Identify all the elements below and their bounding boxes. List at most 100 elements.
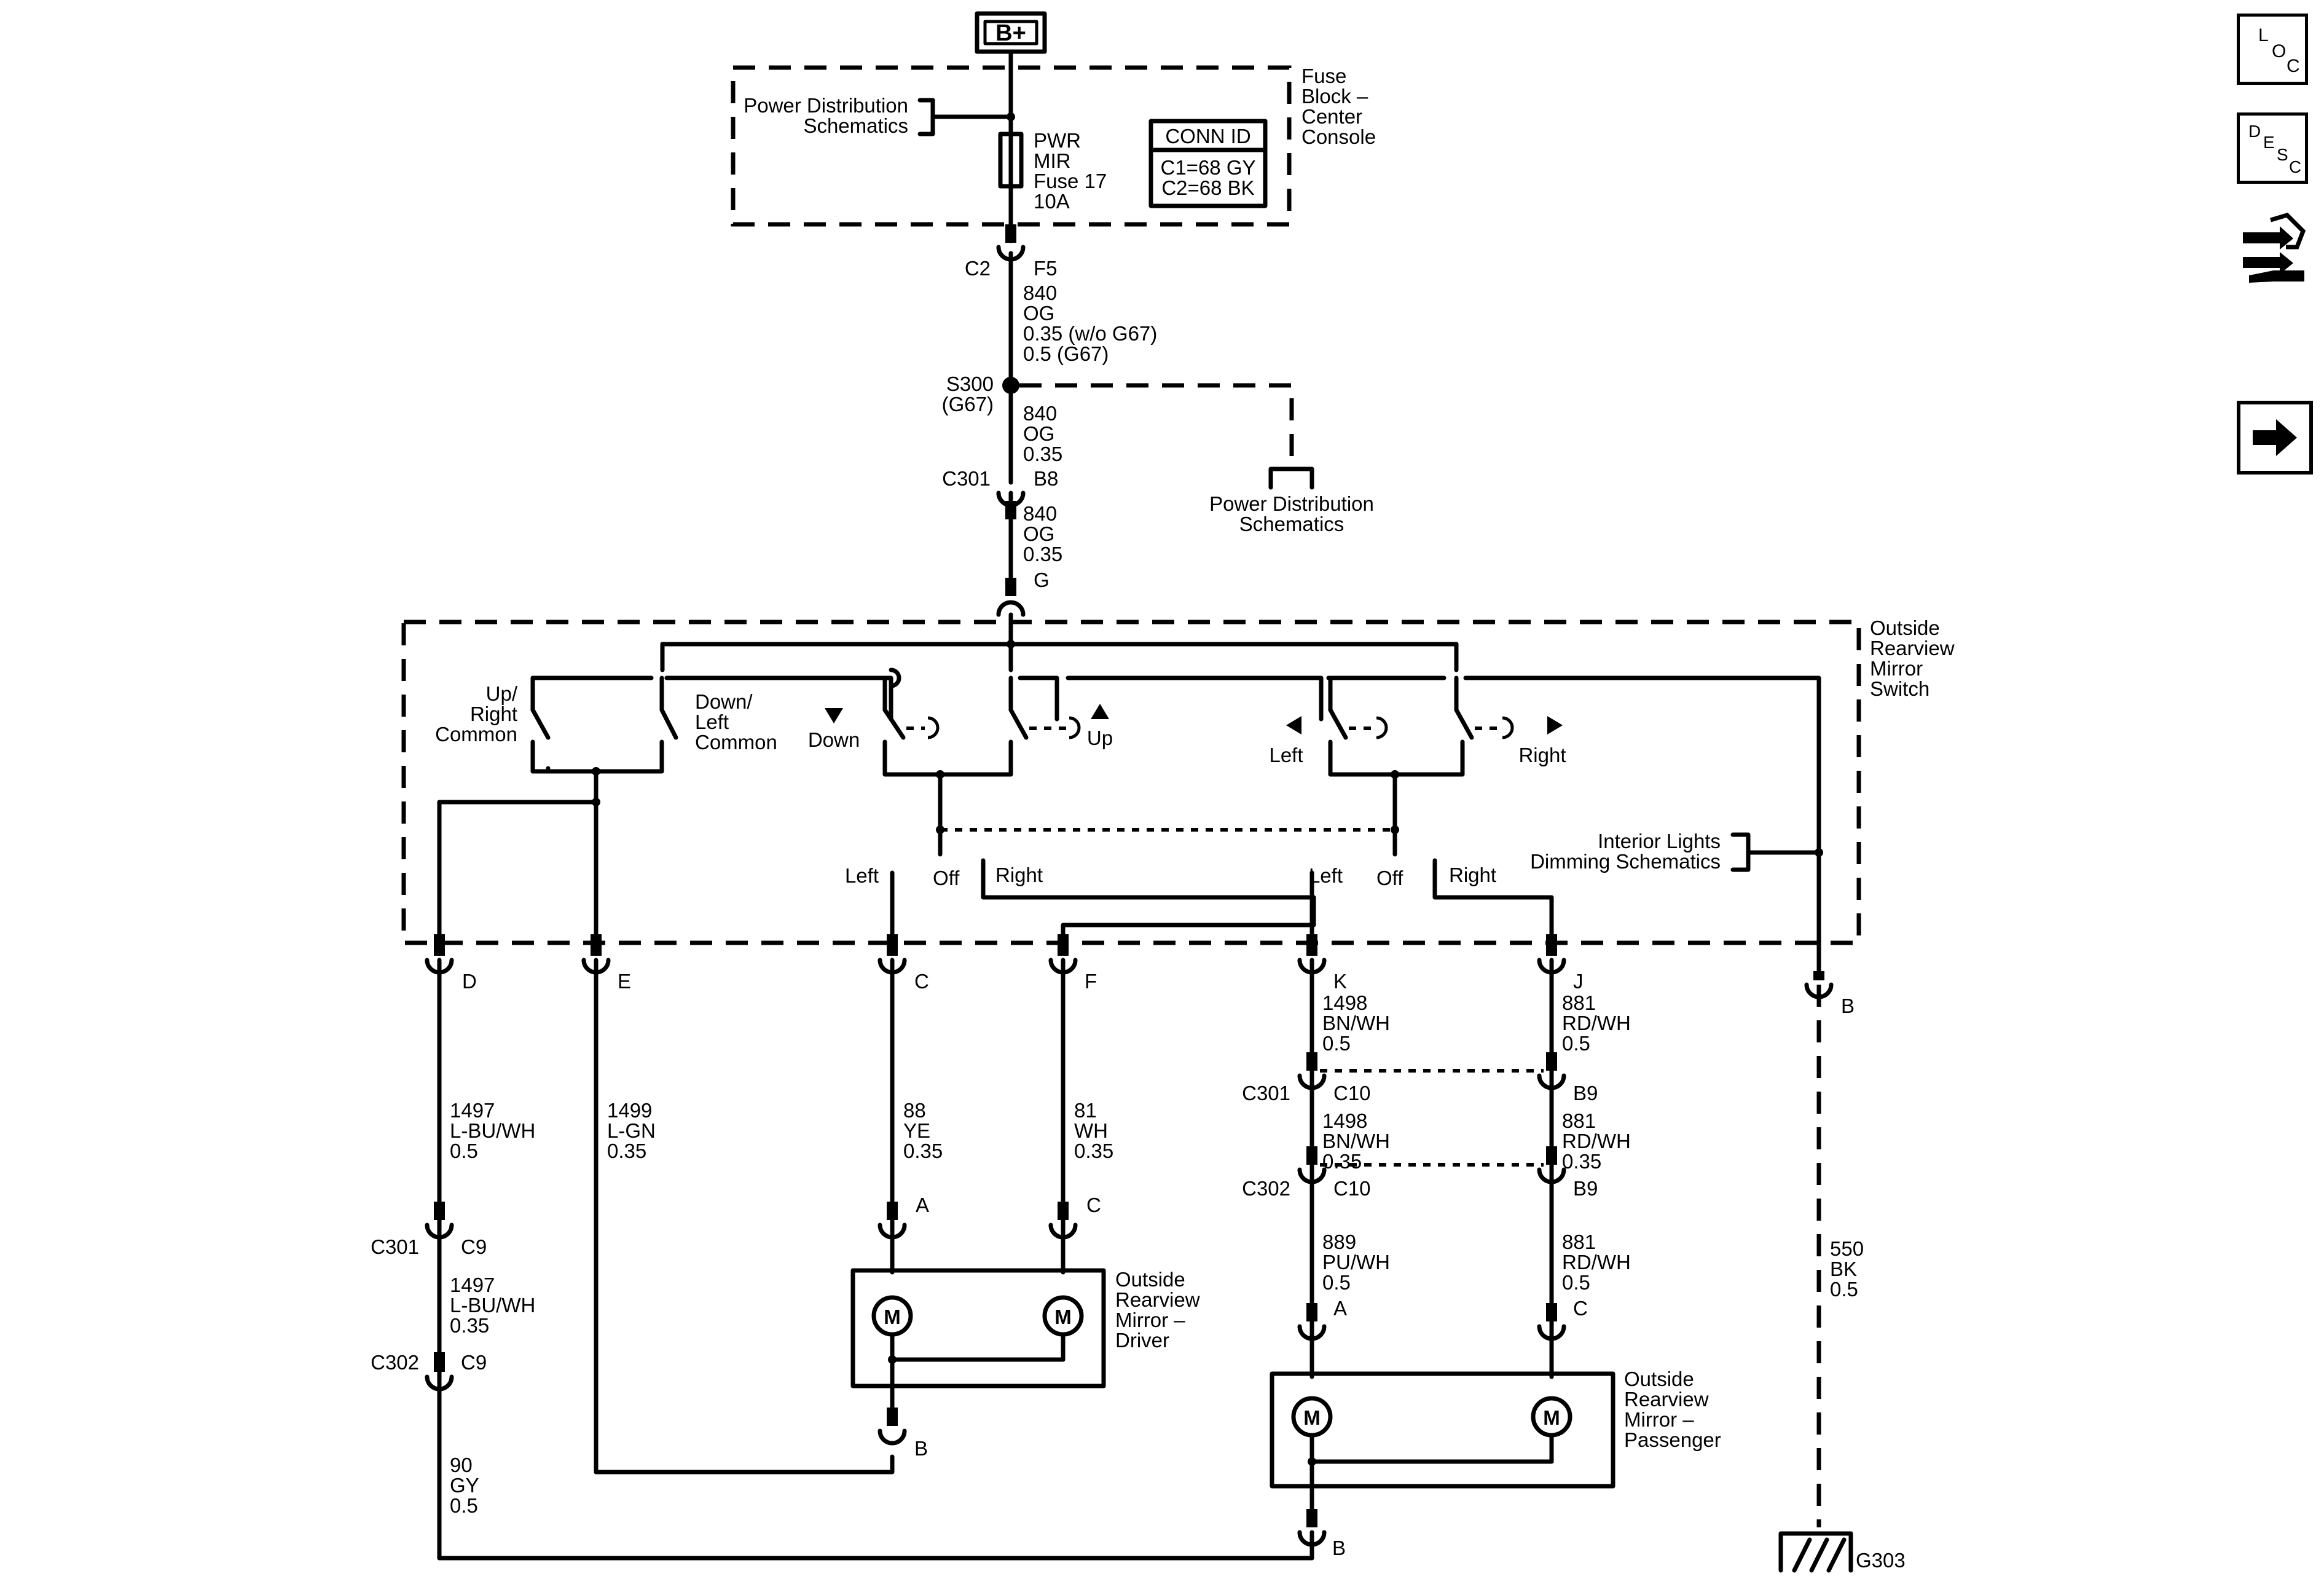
svg-text:Down: Down — [808, 728, 860, 751]
svg-text:C9: C9 — [461, 1235, 487, 1258]
svg-text:Right: Right — [1449, 864, 1496, 886]
switch-down-left-common: Down/ Left Common — [695, 690, 777, 754]
svg-text:B9: B9 — [1573, 1082, 1598, 1105]
f5-pin-label: F5 — [1034, 257, 1058, 280]
power-distribution-ref-s300[interactable]: Power Distribution Schematics — [1209, 492, 1374, 535]
svg-text:B: B — [1332, 1537, 1346, 1559]
svg-text:C: C — [1086, 1194, 1101, 1216]
svg-text:Mirror –: Mirror – — [1624, 1408, 1694, 1431]
svg-text:J: J — [1573, 970, 1584, 993]
svg-text:Rearview: Rearview — [1624, 1388, 1709, 1411]
switch-left-right: Left Right — [1269, 675, 1566, 777]
wire-d2-label: 1497 L-BU/WH 0.35 — [450, 1274, 535, 1337]
svg-text:550: 550 — [1830, 1237, 1864, 1260]
svg-text:C1=68 GY: C1=68 GY — [1160, 156, 1255, 179]
svg-text:YE: YE — [903, 1119, 930, 1142]
svg-text:840: 840 — [1023, 282, 1057, 304]
svg-text:B: B — [1841, 994, 1855, 1017]
svg-text:Up/: Up/ — [486, 682, 518, 705]
power-distribution-ref-top[interactable]: Power Distribution Schematics — [744, 94, 1013, 137]
next-button[interactable] — [2237, 401, 2313, 474]
svg-text:Fuse: Fuse — [1301, 65, 1346, 87]
connector-tool-icon[interactable] — [2237, 209, 2308, 289]
svg-text:S300: S300 — [946, 372, 994, 395]
wire-e-label: 1499 L-GN 0.35 — [607, 1099, 656, 1162]
ground-g303-icon — [1778, 1531, 1853, 1573]
svg-text:(G67): (G67) — [942, 393, 994, 415]
svg-text:0.5: 0.5 — [1830, 1278, 1858, 1301]
left-arrow-icon — [1286, 716, 1301, 734]
desc-button[interactable]: D E S C — [2237, 112, 2308, 184]
svg-text:Interior Lights: Interior Lights — [1598, 830, 1721, 853]
svg-text:Power Distribution: Power Distribution — [744, 94, 908, 117]
wire-d3-label: 90 GY 0.5 — [450, 1454, 479, 1517]
svg-text:F: F — [1085, 970, 1097, 993]
power-source: B+ — [975, 11, 1047, 54]
svg-text:OG: OG — [1023, 302, 1054, 325]
svg-text:Outside: Outside — [1870, 616, 1940, 639]
svg-text:90: 90 — [450, 1454, 473, 1476]
svg-text:C: C — [1573, 1297, 1588, 1320]
svg-text:1497: 1497 — [450, 1274, 495, 1296]
svg-text:C10: C10 — [1333, 1177, 1371, 1200]
right-arrow-small-icon — [1547, 716, 1563, 734]
svg-text:M: M — [884, 1305, 901, 1328]
passenger-mirror: M M — [1270, 1371, 1615, 1511]
switch-down-up: Down Up — [808, 675, 1113, 777]
c2-connector-label: C2 — [965, 257, 991, 280]
power-source-label: B+ — [995, 20, 1026, 46]
svg-text:0.5: 0.5 — [1322, 1032, 1351, 1055]
svg-text:A: A — [916, 1194, 929, 1216]
feed-wire-1: 840 OG 0.35 (w/o G67) 0.5 (G67) — [1023, 282, 1157, 365]
mirror-switch-title: Outside Rearview Mirror Switch — [1870, 616, 1955, 700]
driver-mirror: M M — [850, 1268, 1106, 1410]
svg-text:C301: C301 — [371, 1235, 419, 1258]
svg-text:Mirror: Mirror — [1870, 657, 1923, 680]
svg-text:0.35: 0.35 — [903, 1140, 943, 1162]
wire-k1-label: 1498 BN/WH 0.5 — [1322, 991, 1390, 1055]
svg-text:Left: Left — [1269, 744, 1303, 766]
svg-text:881: 881 — [1562, 1109, 1596, 1132]
svg-text:Driver: Driver — [1115, 1329, 1169, 1352]
svg-text:CONN ID: CONN ID — [1165, 125, 1250, 148]
svg-text:A: A — [1333, 1297, 1347, 1320]
svg-text:1497: 1497 — [450, 1099, 495, 1122]
splice-s300 — [1002, 377, 1019, 394]
svg-text:0.35: 0.35 — [1023, 443, 1062, 465]
svg-text:B: B — [914, 1437, 928, 1460]
svg-text:0.35: 0.35 — [450, 1314, 489, 1337]
svg-text:E: E — [618, 970, 631, 993]
fuse-label: PWR MIR Fuse 17 10A — [1034, 129, 1107, 213]
svg-text:0.35: 0.35 — [607, 1140, 646, 1162]
svg-text:1499: 1499 — [607, 1099, 652, 1122]
svg-text:Down/: Down/ — [695, 690, 753, 713]
svg-text:M: M — [1543, 1406, 1560, 1429]
svg-text:Outside: Outside — [1115, 1268, 1185, 1291]
svg-text:0.35 (w/o G67): 0.35 (w/o G67) — [1023, 322, 1157, 345]
svg-text:Off: Off — [1376, 867, 1403, 889]
svg-text:M: M — [1303, 1406, 1321, 1429]
driver-mirror-title: Outside Rearview Mirror – Driver — [1115, 1268, 1200, 1352]
svg-text:0.5: 0.5 — [1322, 1271, 1351, 1294]
svg-text:PU/WH: PU/WH — [1322, 1251, 1390, 1274]
c301-feed-label: C301 — [942, 467, 991, 490]
loc-button[interactable]: L O C — [2237, 14, 2308, 85]
svg-text:Block –: Block – — [1301, 85, 1368, 108]
svg-text:Right: Right — [1518, 744, 1566, 766]
svg-text:Dimming Schematics: Dimming Schematics — [1530, 850, 1721, 873]
wire-j1-label: 881 RD/WH 0.5 — [1562, 991, 1631, 1055]
svg-text:C10: C10 — [1333, 1082, 1371, 1105]
svg-text:PWR: PWR — [1034, 129, 1081, 152]
mirror-switch-box — [401, 620, 1861, 945]
up-arrow-icon — [1091, 704, 1109, 719]
wire-j2-label: 881 RD/WH 0.35 — [1562, 1109, 1631, 1173]
interior-lights-ref[interactable]: Interior Lights Dimming Schematics — [1530, 830, 1823, 873]
svg-text:Rearview: Rearview — [1115, 1288, 1200, 1311]
svg-text:OG: OG — [1023, 422, 1054, 445]
svg-text:1498: 1498 — [1322, 1109, 1367, 1132]
svg-text:840: 840 — [1023, 402, 1057, 425]
svg-text:C302: C302 — [1242, 1177, 1290, 1200]
switch-up-right-common: Up/ Right Common — [435, 675, 664, 774]
down-arrow-icon — [825, 708, 843, 723]
